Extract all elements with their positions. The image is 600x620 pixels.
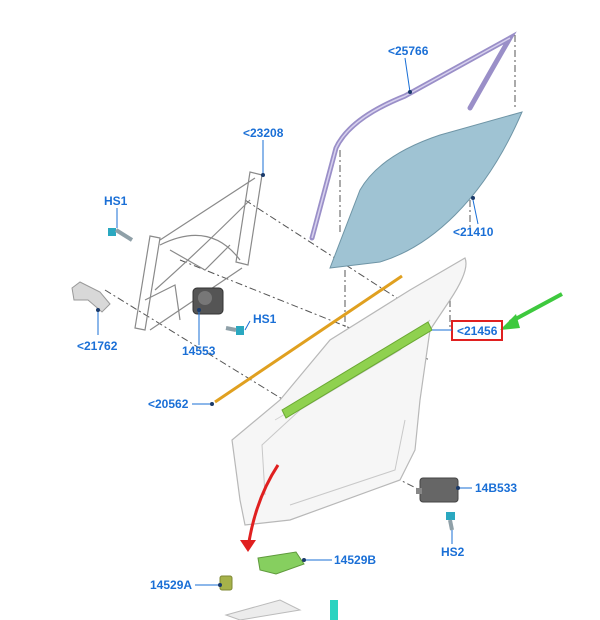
red-arrow-head — [240, 540, 256, 552]
bolt-hs1-motor — [225, 326, 244, 335]
label-regulator: <23208 — [243, 126, 284, 140]
label-glass-run: <25766 — [388, 44, 429, 58]
switch-bezel — [224, 599, 302, 620]
bracket-part — [71, 281, 111, 313]
window-motor — [192, 287, 224, 315]
label-bracket: <21762 — [77, 339, 118, 353]
label-hs2: HS2 — [441, 545, 465, 559]
control-module — [416, 477, 459, 503]
label-hs1-top: HS1 — [104, 194, 128, 208]
label-module: 14B533 — [475, 481, 517, 495]
green-arrow — [509, 292, 563, 324]
label-glass: <21410 — [453, 225, 494, 239]
label-hs1-motor: HS1 — [253, 312, 277, 326]
leader-dots — [96, 90, 475, 587]
leader-lines — [97, 57, 479, 586]
bolt-hs2 — [446, 512, 455, 531]
inner-belt-weatherstrip — [214, 274, 403, 404]
green-arrow-head — [500, 314, 520, 330]
switch-connector — [330, 600, 338, 620]
label-belt-outer: <21456 — [457, 324, 498, 338]
red-arrow — [246, 464, 280, 549]
label-belt-inner: <20562 — [148, 397, 189, 411]
label-switch-main: 14529B — [334, 553, 376, 567]
label-switch-small: 14529A — [150, 578, 192, 592]
label-motor: 14553 — [182, 344, 216, 358]
bolt-hs1-top — [108, 228, 134, 242]
switch-small — [219, 575, 233, 591]
door-glass — [329, 111, 523, 269]
switch-main — [257, 551, 305, 575]
